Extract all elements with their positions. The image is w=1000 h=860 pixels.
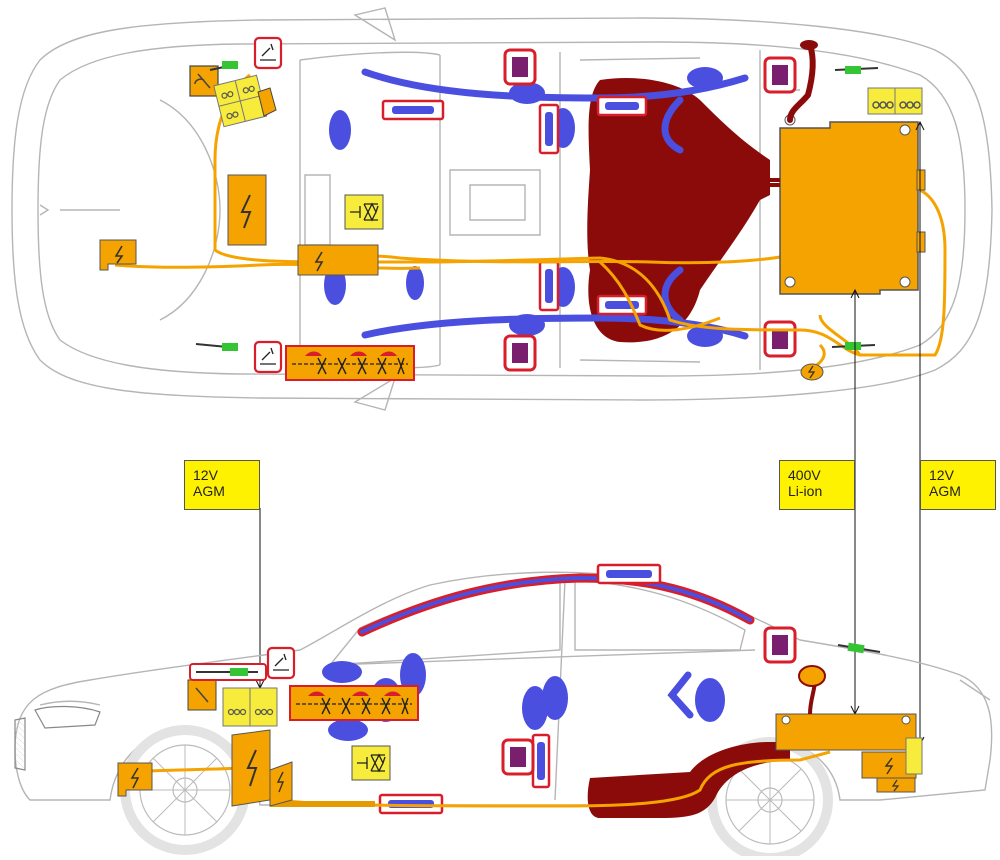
pressure-valve-icon-side [351,745,391,781]
filler-neck-top [787,42,816,123]
front-12v-cluster-side [187,679,278,727]
charge-port-top [800,363,824,381]
knee-airbag-rear-top [661,96,684,324]
callout-400v-liion: 400V Li-ion [779,460,855,510]
hv-components-front-top [99,174,379,276]
rear-side-airbag-side [667,671,694,719]
filler-cap-top [800,40,818,50]
hood-lift-icon [253,36,283,374]
pretensioner-bpillar-side-core [537,742,545,780]
curtain-airbag-left-top [361,68,749,102]
headlight-side [14,705,101,771]
callout-12v-agm-front: 12V AGM [184,460,260,510]
callout-12v-agm-rear: 12V AGM [920,460,996,510]
top-car-body [11,7,993,411]
curtain-airbag-side-fill [360,575,752,634]
fuel-tank-side [587,742,790,818]
pressure-valve-icon-top [344,194,384,230]
charge-port-side [798,665,826,687]
callout-line1: 12V [929,467,954,483]
gas-struts-top [195,61,879,351]
battery-12v-rear-side [861,737,923,793]
hv-cables-side [129,750,831,808]
crash-sensors-side [501,626,797,776]
callout-line1: 400V [788,467,821,483]
callout-line1: 12V [193,467,218,483]
gas-struts-side [189,642,881,681]
battery-12v-rear-top [867,87,923,115]
callout-leaders [255,120,925,747]
pretensioner-roof-side-core [606,570,652,578]
crash-sensors-top [503,48,797,372]
hv-battery-top [760,114,926,295]
hv-battery-side [775,713,917,751]
side-view-car [14,563,993,860]
pyrotechnic-strip-side [289,685,419,721]
callout-line2: Li-ion [788,483,823,499]
fuel-tank-top [587,78,770,343]
front-12v-cluster-top [189,65,277,128]
callout-line2: AGM [193,483,225,499]
top-view-car [11,7,993,411]
callout-line2: AGM [929,483,961,499]
wheels-side [120,725,833,860]
pyrotechnic-strip-top [285,345,415,381]
hv-components-front-side [117,729,293,807]
